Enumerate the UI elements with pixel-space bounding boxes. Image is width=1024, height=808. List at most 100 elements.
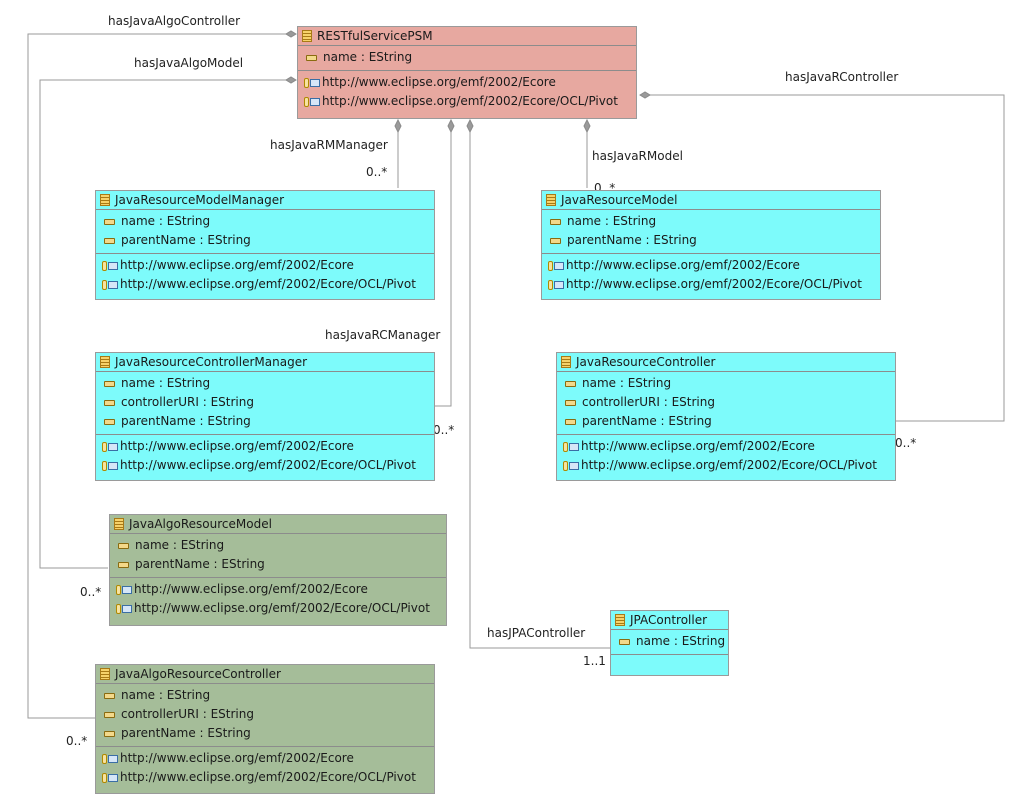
edge-hasJavaAlgoController[interactable] [27, 33, 290, 719]
composition-diamond-algo-model [285, 76, 297, 84]
annotation-icon [548, 280, 564, 290]
class-icon [100, 356, 110, 368]
attribute-row[interactable]: parentName : EString [96, 412, 434, 431]
attributes-compartment: name : EString [611, 629, 728, 654]
annotation-row[interactable]: http://www.eclipse.org/emf/2002/Ecore [298, 73, 636, 92]
class-icon [114, 518, 124, 530]
class-icon [546, 194, 556, 206]
class-java-resource-model-manager[interactable]: JavaResourceModelManager name : EString … [95, 190, 435, 300]
attribute-row[interactable]: parentName : EString [110, 555, 446, 574]
annotation-row[interactable]: http://www.eclipse.org/emf/2002/Ecore [96, 749, 434, 768]
attributes-compartment: name : EString controllerURI : EString p… [557, 371, 895, 434]
attribute-row[interactable]: name : EString [96, 374, 434, 393]
annotation-icon [116, 604, 132, 614]
annotations-compartment: http://www.eclipse.org/emf/2002/Ecore ht… [557, 434, 895, 478]
edge-hasJPAController[interactable] [469, 132, 610, 649]
composition-diamond-jpa [466, 118, 474, 134]
attribute-row[interactable]: controllerURI : EString [557, 393, 895, 412]
annotation-row[interactable]: http://www.eclipse.org/emf/2002/Ecore/OC… [542, 275, 880, 294]
attribute-row[interactable]: name : EString [298, 48, 636, 67]
edge-hasJavaRController[interactable] [648, 94, 1005, 422]
attribute-icon [565, 399, 576, 406]
class-name: JavaResourceControllerManager [115, 355, 308, 369]
annotation-icon [102, 280, 118, 290]
attribute-row[interactable]: parentName : EString [96, 231, 434, 250]
attribute-row[interactable]: name : EString [96, 686, 434, 705]
attributes-compartment: name : EString [298, 45, 636, 70]
annotation-icon [102, 261, 118, 271]
annotation-icon [304, 97, 320, 107]
annotations-compartment: http://www.eclipse.org/emf/2002/Ecore ht… [110, 577, 446, 621]
attribute-icon [104, 711, 115, 718]
attribute-icon [104, 380, 115, 387]
class-java-resource-controller[interactable]: JavaResourceController name : EString co… [556, 352, 896, 481]
multiplicity-arm: 0..* [80, 585, 102, 599]
class-java-algo-resource-controller[interactable]: JavaAlgoResourceController name : EStrin… [95, 664, 435, 794]
attribute-row[interactable]: name : EString [96, 212, 434, 231]
annotation-row[interactable]: http://www.eclipse.org/emf/2002/Ecore/OC… [298, 92, 636, 111]
class-jpa-controller[interactable]: JPAController name : EString [610, 610, 729, 676]
multiplicity-rcm: 0..* [433, 423, 455, 437]
annotation-row[interactable]: http://www.eclipse.org/emf/2002/Ecore [110, 580, 446, 599]
class-name: JavaResourceModel [561, 193, 678, 207]
attribute-icon [550, 237, 561, 244]
annotation-row[interactable]: http://www.eclipse.org/emf/2002/Ecore/OC… [557, 456, 895, 475]
edge-hasJavaRCManager[interactable] [434, 132, 452, 407]
annotation-icon [563, 461, 579, 471]
annotation-icon [102, 461, 118, 471]
attributes-compartment: name : EString parentName : EString [96, 209, 434, 253]
attribute-icon [565, 380, 576, 387]
label-hasJavaRController: hasJavaRController [785, 70, 899, 84]
attributes-compartment: name : EString parentName : EString [542, 209, 880, 253]
edge-hasJavaAlgoModel[interactable] [39, 79, 290, 569]
attribute-row[interactable]: controllerURI : EString [96, 393, 434, 412]
class-java-resource-controller-manager[interactable]: JavaResourceControllerManager name : ESt… [95, 352, 435, 481]
composition-diamond-algo-controller [285, 30, 297, 38]
annotation-row[interactable]: http://www.eclipse.org/emf/2002/Ecore [96, 256, 434, 275]
annotations-compartment: http://www.eclipse.org/emf/2002/Ecore ht… [96, 746, 434, 790]
attribute-row[interactable]: parentName : EString [557, 412, 895, 431]
attributes-compartment: name : EString controllerURI : EString p… [96, 683, 434, 746]
attribute-icon [104, 237, 115, 244]
attribute-row[interactable]: parentName : EString [96, 724, 434, 743]
class-java-algo-resource-model[interactable]: JavaAlgoResourceModel name : EString par… [109, 514, 447, 626]
annotations-compartment: http://www.eclipse.org/emf/2002/Ecore ht… [542, 253, 880, 297]
class-java-resource-model[interactable]: JavaResourceModel name : EString parentN… [541, 190, 881, 300]
class-icon [561, 356, 571, 368]
operations-compartment [611, 654, 728, 672]
annotations-compartment: http://www.eclipse.org/emf/2002/Ecore ht… [96, 434, 434, 478]
annotations-compartment: http://www.eclipse.org/emf/2002/Ecore ht… [298, 70, 636, 114]
attribute-row[interactable]: name : EString [557, 374, 895, 393]
attribute-row[interactable]: name : EString [611, 632, 728, 651]
class-restful-service-psm[interactable]: RESTfulServicePSM name : EString http://… [297, 26, 637, 119]
class-icon [100, 668, 110, 680]
class-name: JPAController [630, 613, 708, 627]
annotation-row[interactable]: http://www.eclipse.org/emf/2002/Ecore [542, 256, 880, 275]
class-name: JavaResourceController [576, 355, 716, 369]
annotation-row[interactable]: http://www.eclipse.org/emf/2002/Ecore [96, 437, 434, 456]
multiplicity-rmm: 0..* [366, 165, 388, 179]
label-hasJPAController: hasJPAController [487, 626, 586, 640]
annotation-row[interactable]: http://www.eclipse.org/emf/2002/Ecore/OC… [96, 768, 434, 787]
annotation-row[interactable]: http://www.eclipse.org/emf/2002/Ecore [557, 437, 895, 456]
attribute-row[interactable]: name : EString [110, 536, 446, 555]
label-hasJavaAlgoModel: hasJavaAlgoModel [134, 56, 244, 70]
composition-diamond-rmodel [583, 118, 591, 134]
annotation-row[interactable]: http://www.eclipse.org/emf/2002/Ecore/OC… [110, 599, 446, 618]
annotation-icon [102, 754, 118, 764]
attribute-icon [118, 542, 129, 549]
attribute-row[interactable]: parentName : EString [542, 231, 880, 250]
class-name: JavaResourceModelManager [115, 193, 285, 207]
class-name: RESTfulServicePSM [317, 29, 433, 43]
annotation-row[interactable]: http://www.eclipse.org/emf/2002/Ecore/OC… [96, 456, 434, 475]
attribute-icon [619, 638, 630, 645]
attribute-row[interactable]: controllerURI : EString [96, 705, 434, 724]
attribute-row[interactable]: name : EString [542, 212, 880, 231]
annotation-row[interactable]: http://www.eclipse.org/emf/2002/Ecore/OC… [96, 275, 434, 294]
class-icon [615, 614, 625, 626]
class-icon [100, 194, 110, 206]
attribute-icon [104, 218, 115, 225]
attribute-icon [104, 399, 115, 406]
